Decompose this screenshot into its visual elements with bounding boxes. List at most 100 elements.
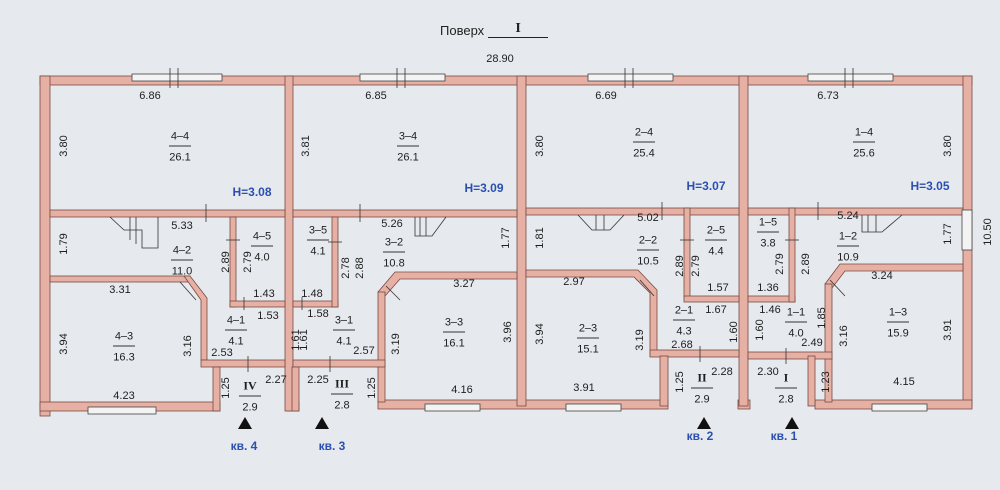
dim-v: 3.16 <box>182 335 194 357</box>
dim-v: 3.19 <box>390 333 402 355</box>
dim-h: 2.97 <box>563 276 585 288</box>
dim-h: 1.46 <box>759 304 781 316</box>
dim-v: 1.77 <box>500 227 512 249</box>
floor-header: Поверх I <box>440 18 549 38</box>
dim-h: 5.33 <box>171 220 193 232</box>
party-walls <box>284 75 749 412</box>
dim-h: 2.25 <box>307 374 329 386</box>
dim-h: 2.49 <box>801 337 823 349</box>
dim-h: 4.16 <box>451 384 473 396</box>
dim-v: 3.81 <box>300 135 312 157</box>
dim-h: 6.73 <box>817 90 839 102</box>
dim-h: 1.36 <box>757 282 779 294</box>
height-apt-1: H=3.05 <box>910 179 950 193</box>
dim-h: 1.58 <box>307 308 329 320</box>
dim-v: 2.79 <box>774 253 786 275</box>
dim-v: 1.79 <box>58 233 70 255</box>
apartment-2-label: кв. 2 <box>686 429 714 443</box>
dim-h: 2.30 <box>757 366 779 378</box>
dim-v: 1.23 <box>820 371 832 393</box>
dim-h: 2.28 <box>711 366 733 378</box>
dim-v: 3.94 <box>58 333 70 355</box>
dim-h: 1.48 <box>301 288 323 300</box>
dim-v: 1.61 <box>298 329 310 351</box>
dim-v: 3.80 <box>534 135 546 157</box>
dim-v: 3.96 <box>502 321 514 343</box>
dim-v: 1.77 <box>942 223 954 245</box>
dim-h: 3.31 <box>109 284 131 296</box>
height-apt-4: H=3.08 <box>232 185 272 199</box>
dim-h: 4.15 <box>893 376 915 388</box>
overall-width: 28.90 <box>486 53 514 65</box>
windows <box>87 73 973 415</box>
internal-walls <box>49 207 964 412</box>
dim-v: 2.89 <box>800 253 812 275</box>
dim-v: 3.80 <box>58 135 70 157</box>
dim-v: 1.60 <box>754 319 766 341</box>
dim-v: 1.81 <box>534 227 546 249</box>
dim-h: 5.02 <box>637 212 659 224</box>
dim-v: 3.19 <box>634 329 646 351</box>
dim-h: 2.57 <box>353 345 375 357</box>
floor-label: Поверх <box>440 23 485 38</box>
dim-h: 6.86 <box>139 90 161 102</box>
dim-v: 2.88 <box>354 257 366 279</box>
dim-v: 1.25 <box>674 371 686 393</box>
dim-v: 2.78 <box>340 257 352 279</box>
height-apt-2: H=3.07 <box>686 179 726 193</box>
dim-v: 1.25 <box>220 377 232 399</box>
dim-h: 1.43 <box>253 288 275 300</box>
dim-h: 5.26 <box>381 218 403 230</box>
dim-h: 6.85 <box>365 90 387 102</box>
dim-h: 3.27 <box>453 278 475 290</box>
dim-v: 2.79 <box>690 255 702 277</box>
apartment-4-label: кв. 4 <box>230 439 258 453</box>
dim-v: 3.94 <box>534 323 546 345</box>
dim-v: 3.80 <box>942 135 954 157</box>
dim-h: 6.69 <box>595 90 617 102</box>
dim-v: 3.91 <box>942 319 954 341</box>
entry-arrows <box>238 417 799 429</box>
dim-v: 1.60 <box>728 321 740 343</box>
dim-h: 1.57 <box>707 282 729 294</box>
floor-number: I <box>488 21 549 38</box>
dim-h: 2.68 <box>671 339 693 351</box>
dim-h: 3.24 <box>871 270 893 282</box>
dim-h: 2.53 <box>211 347 233 359</box>
dim-h: 3.91 <box>573 382 595 394</box>
dim-v: 2.89 <box>220 251 232 273</box>
overall-height: 10.50 <box>982 218 994 246</box>
dim-v: 2.79 <box>242 251 254 273</box>
dim-v: 1.85 <box>816 307 828 329</box>
dim-v: 3.16 <box>838 325 850 347</box>
dim-h: 5.24 <box>837 210 859 222</box>
window-ticks <box>169 68 854 372</box>
dim-v: 2.89 <box>674 255 686 277</box>
dim-h: 1.67 <box>705 304 727 316</box>
dim-h: 2.27 <box>265 374 287 386</box>
apartment-1-label: кв. 1 <box>770 429 798 443</box>
dim-h: 1.53 <box>257 310 279 322</box>
